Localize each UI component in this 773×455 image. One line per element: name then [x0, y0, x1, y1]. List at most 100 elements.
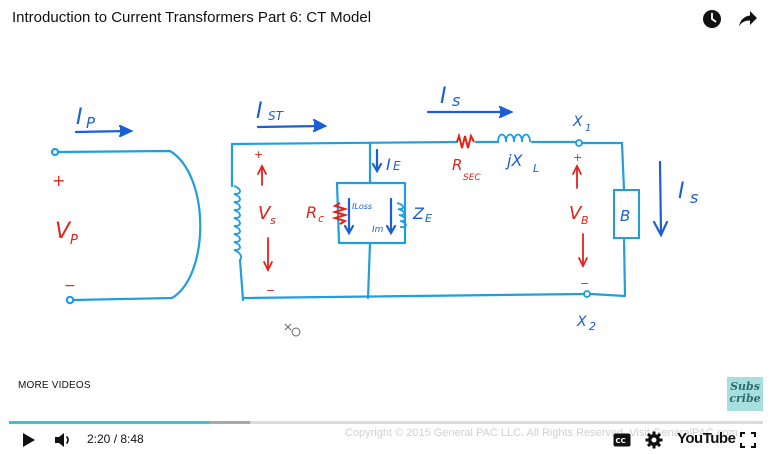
player-controls: 2:20 / 8:48 Copyright © 2015 General PAC…	[0, 427, 773, 453]
vs-up-arrow-head	[257, 163, 267, 175]
vb-up-arrow-head	[572, 163, 582, 175]
vb-label-sub: B	[581, 214, 589, 227]
vs-down-arrow-head	[263, 261, 273, 273]
ist-label-sub: ST	[268, 109, 285, 123]
current-arrows	[74, 105, 669, 238]
resistors	[331, 132, 475, 225]
is-right-arrow-head	[652, 220, 669, 238]
blue-labels: I P I ST I s X 1 X 2 I E jX L ILoss Im Z…	[76, 84, 698, 333]
video-title[interactable]: Introduction to Current Transformers Par…	[12, 9, 372, 26]
ze-coil	[396, 202, 407, 229]
duration: 8:48	[120, 432, 144, 446]
iloss-arrow-head	[343, 224, 355, 236]
volume-icon[interactable]	[52, 429, 74, 451]
red-labels: + V P − + V s − R SEC R c + V B −	[52, 148, 589, 297]
ist-arrow	[256, 124, 324, 129]
x2-label-sub: 2	[589, 320, 596, 333]
im-arrow-head	[385, 224, 397, 236]
rsec-resistor	[456, 132, 475, 149]
xl-coil	[497, 133, 531, 143]
ip-label-sub: P	[86, 114, 96, 132]
burden-label: B	[620, 207, 630, 225]
vs-label-sub: s	[270, 214, 276, 227]
ie-label-sub: E	[393, 159, 401, 173]
magnetizing-branch-box	[335, 181, 407, 245]
vb-plus: +	[573, 151, 582, 164]
time-separator: /	[113, 432, 121, 446]
circuit-wires	[50, 140, 627, 305]
settings-gear-icon[interactable]	[643, 429, 665, 451]
current-time: 2:20	[87, 432, 111, 446]
fullscreen-icon[interactable]	[737, 429, 759, 451]
voltage-arrows	[257, 163, 588, 273]
ist-arrow-head	[312, 118, 328, 133]
secondary-bottom-wire	[242, 292, 586, 300]
jxl-label: jX	[505, 151, 523, 170]
vb-label: V	[569, 203, 583, 224]
secondary-winding-coil	[233, 185, 242, 261]
is-top-label-sub: s	[452, 91, 460, 110]
rc-label: R	[306, 203, 317, 222]
ze-label: Z	[412, 204, 425, 223]
vp-plus: +	[52, 171, 65, 190]
ip-arrow-head	[118, 124, 134, 138]
captions-icon[interactable]: CC	[611, 430, 633, 450]
vb-down-arrow-head	[578, 257, 588, 269]
ie-label: I	[386, 155, 391, 174]
is-top-label: I	[440, 84, 447, 109]
primary-top-terminal	[50, 147, 60, 157]
youtube-logo[interactable]: YouTube	[677, 430, 736, 447]
is-right-arrow	[658, 160, 663, 234]
vb-minus: −	[580, 277, 589, 290]
is-top-arrow-head	[498, 105, 514, 119]
is-right-label-sub: s	[690, 188, 698, 207]
vp-minus: −	[64, 278, 76, 294]
x2-label: X	[576, 314, 587, 330]
im-label: Im	[372, 225, 384, 235]
secondary-top-wire-left	[230, 140, 459, 146]
vp-label: V	[55, 219, 72, 244]
watch-later-icon[interactable]	[701, 8, 723, 30]
top-actions	[701, 8, 759, 30]
copyright-watermark: Copyright © 2015 General PAC LLC. All Ri…	[345, 427, 738, 439]
ie-arrow-head	[371, 162, 383, 174]
ze-label-sub: E	[425, 212, 432, 225]
rsec-label-sub: SEC	[463, 173, 481, 183]
iloss-label: ILoss	[352, 202, 372, 211]
primary-bottom-terminal	[65, 295, 75, 305]
ip-arrow	[74, 129, 130, 134]
progress-bar[interactable]	[9, 421, 763, 424]
is-right-label: I	[678, 179, 685, 204]
play-icon[interactable]	[18, 429, 40, 451]
primary-winding-wire	[56, 149, 202, 302]
subscribe-button[interactable]: Subs cribe	[727, 377, 763, 411]
rc-resistor	[331, 202, 349, 225]
rc-label-sub: c	[318, 212, 324, 225]
subscribe-line-1: Subs	[730, 380, 760, 393]
rsec-label: R	[452, 156, 462, 174]
cursor-icon	[284, 323, 301, 337]
jxl-label-sub: L	[533, 162, 539, 175]
share-icon[interactable]	[737, 8, 759, 30]
subscribe-line-2: cribe	[729, 392, 761, 405]
ist-label: I	[256, 99, 263, 124]
more-videos-link[interactable]: MORE VIDEOS	[18, 380, 91, 391]
branch-bottom-wire	[366, 241, 372, 300]
vs-minus: −	[266, 284, 275, 297]
secondary-left-lower	[238, 258, 245, 302]
progress-played	[9, 421, 209, 424]
svg-text:CC: CC	[616, 437, 626, 445]
burden-bottom-wire	[589, 236, 627, 298]
time-display: 2:20 / 8:48	[87, 432, 144, 446]
x1-label: X	[572, 114, 583, 130]
burden-box	[613, 189, 640, 239]
x1-label-sub: 1	[585, 123, 591, 134]
vs-label: V	[258, 203, 272, 224]
vp-label-sub: P	[70, 233, 78, 248]
ip-label: I	[76, 105, 83, 130]
winding-coils	[233, 133, 531, 261]
x1-terminal	[575, 139, 583, 147]
burden-top-wire	[580, 141, 626, 192]
x2-terminal	[583, 290, 591, 298]
